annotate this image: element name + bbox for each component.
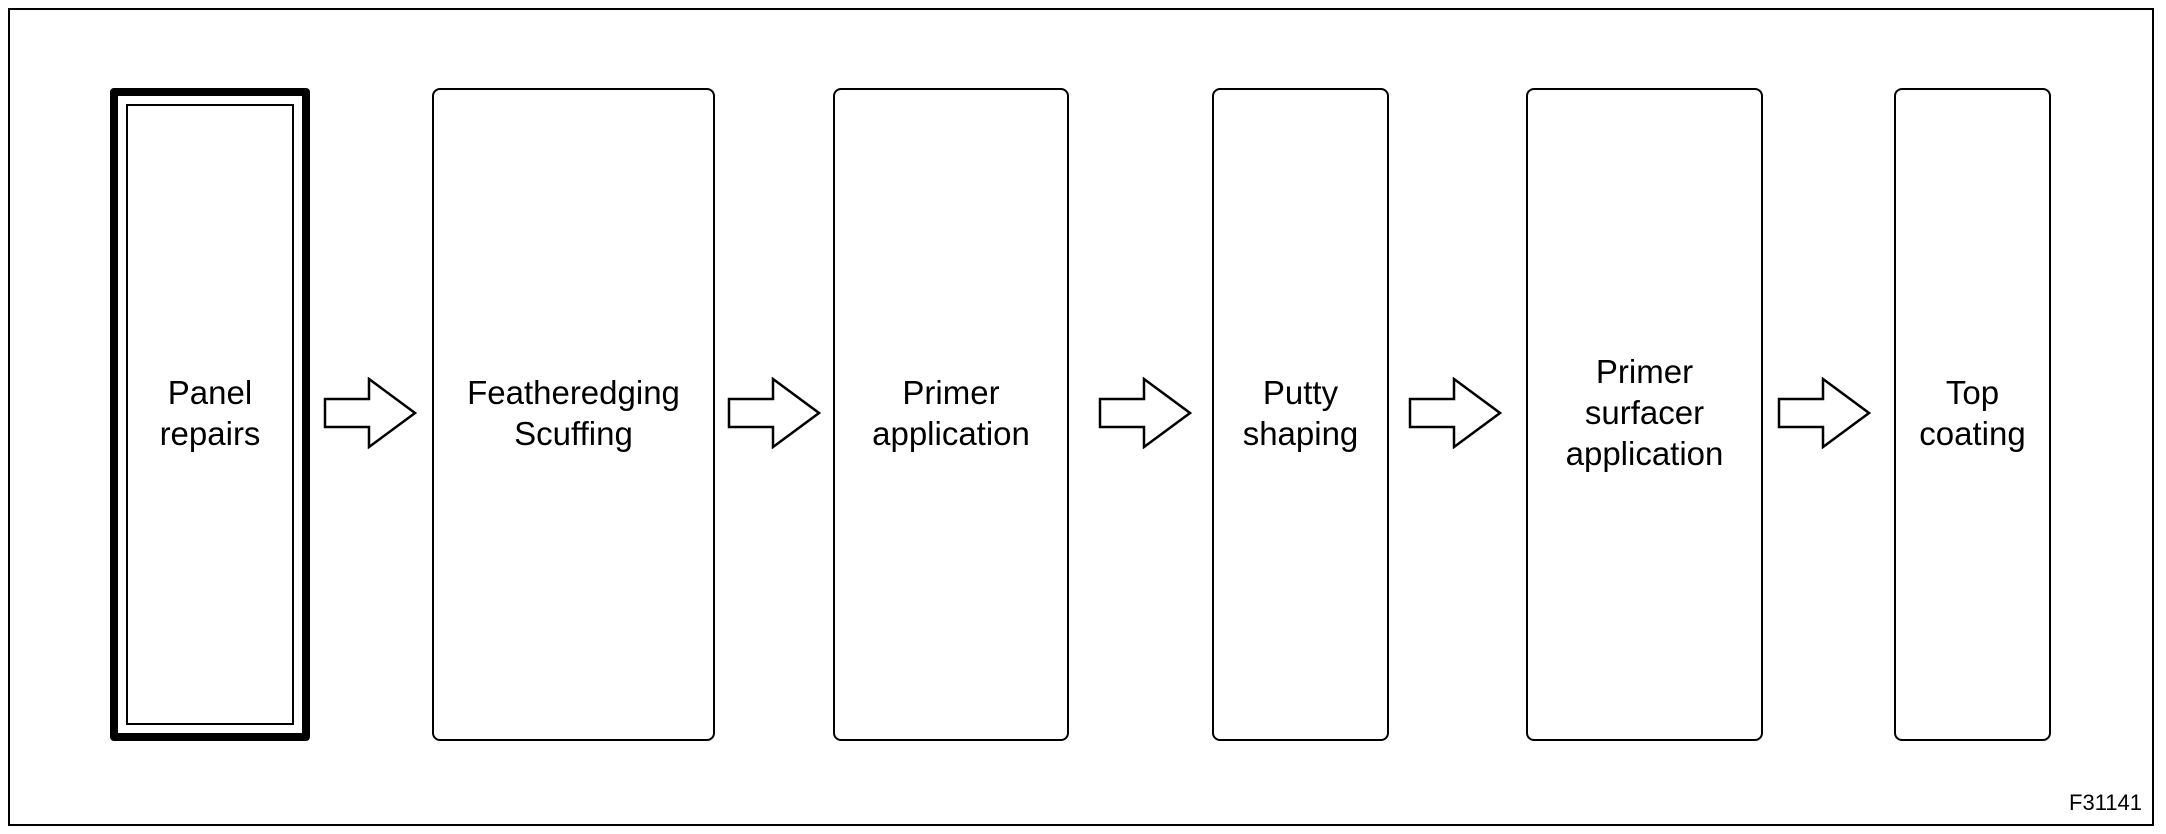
arrow-right-icon (1777, 377, 1871, 449)
step-featheredging-scuffing (432, 88, 715, 741)
diagram-frame (8, 8, 2154, 826)
arrow-right-icon (323, 377, 417, 449)
step-label-putty-shaping: Putty shaping (1242, 374, 1359, 452)
arrow-right-icon (1098, 377, 1192, 449)
step-label-panel-repairs: Panel repairs (159, 374, 261, 452)
step-label-featheredging-scuffing: Featheredging Scuffing (467, 374, 680, 452)
arrow-right-icon (727, 377, 821, 449)
step-label-primer-application: Primer application (872, 374, 1030, 452)
step-inner-border (126, 104, 294, 725)
step-label-top-coating: Top coating (1919, 374, 2026, 452)
figure-reference-id: F31141 (2069, 790, 2142, 815)
arrow-right-icon (1408, 377, 1502, 449)
step-top-coating (1894, 88, 2051, 741)
step-putty-shaping (1212, 88, 1389, 741)
step-primer-surfacer-application (1526, 88, 1763, 741)
step-label-primer-surfacer-application: Primer surfacer application (1565, 353, 1724, 472)
step-primer-application (833, 88, 1069, 741)
step-panel-repairs (110, 88, 310, 741)
